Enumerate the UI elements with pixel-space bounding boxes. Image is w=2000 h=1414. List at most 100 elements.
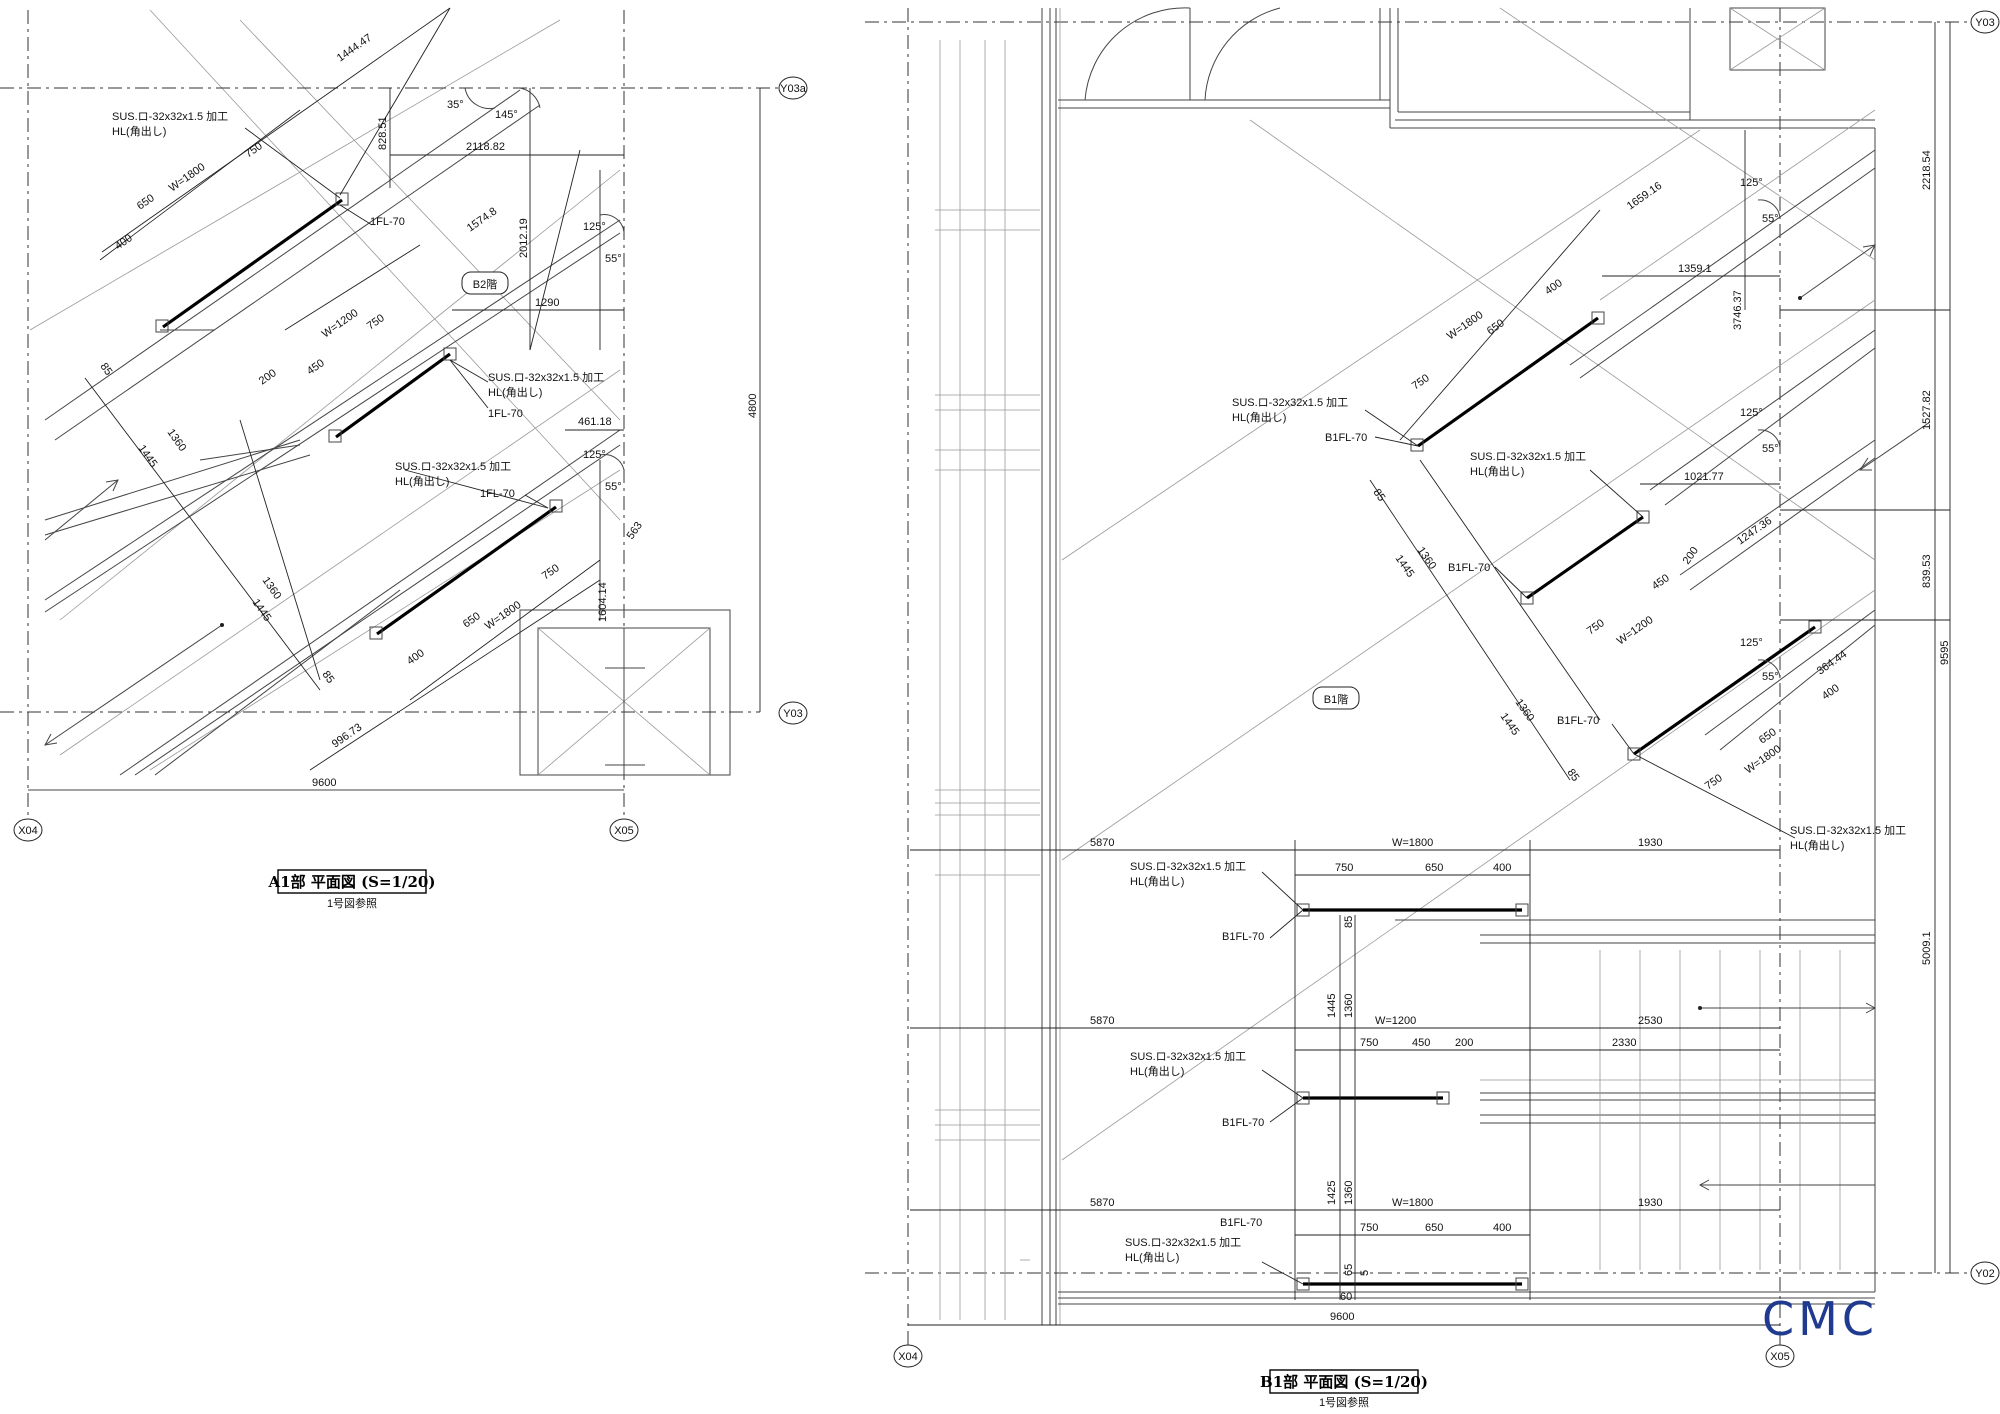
dim-1021: 1021.77 [1684, 471, 1724, 483]
note-r1-material: SUS.ロ-32x32x1.5 加工 [1232, 396, 1348, 409]
dim-1360-r3: 1360 [1513, 697, 1537, 724]
dim-5870-b: 5870 [1090, 1015, 1114, 1027]
dim-w1800-r3: W=1800 [1743, 743, 1784, 777]
dim-4800: 4800 [747, 394, 759, 418]
left-dimension-lines [84, 7, 761, 771]
floor-tag-b1 [1312, 686, 1360, 710]
dim-5870-c: 5870 [1090, 1197, 1114, 1209]
left-plan-subtitle: 1号図参照 [327, 896, 377, 910]
dim-828: 828.51 [377, 116, 389, 150]
note-r2-level: B1FL-70 [1448, 562, 1490, 574]
dim-1360-bottom: 1360 [260, 575, 284, 602]
dim-839: 839.53 [1921, 554, 1933, 588]
dim-1360-a: 1360 [1343, 994, 1355, 1018]
dim-85-r1: 85 [1371, 487, 1388, 504]
dim-750-r3: 750 [1703, 772, 1725, 792]
cmc-logo: CMC [1762, 1292, 1878, 1346]
dim-461: 461.18 [578, 416, 612, 428]
note-bottom-level: 1FL-70 [480, 488, 515, 500]
right-diagonal-treads [1569, 109, 1876, 751]
dim-1425: 1425 [1326, 1181, 1338, 1205]
dim-w1800-a: W=1800 [1392, 837, 1433, 849]
dim-650-c: 650 [1425, 1222, 1443, 1234]
angle-125-r2: 125° [1740, 407, 1763, 419]
dim-650-top: 650 [135, 192, 157, 212]
dim-1527: 1527.82 [1921, 390, 1933, 430]
note-r5-level: B1FL-70 [1222, 1117, 1264, 1129]
dim-9600-right: 9600 [1330, 1311, 1354, 1323]
dim-750-mid: 750 [365, 312, 387, 332]
angle-55-r2: 55° [1762, 443, 1779, 455]
dim-364: 364.44 [1815, 648, 1849, 677]
dim-450-r2: 450 [1650, 572, 1672, 592]
note-r4-level: B1FL-70 [1222, 931, 1264, 943]
right-dimension-lines [908, 22, 1951, 1326]
dim-w1800-bottom: W=1800 [483, 599, 524, 633]
dim-1445-top: 1445 [136, 443, 160, 470]
dim-1930-c: 1930 [1638, 1197, 1662, 1209]
grid-label-x05-right: X05 [1770, 1351, 1790, 1363]
grid-label-y02: Y02 [1975, 1268, 1995, 1280]
dim-400-bottom: 400 [405, 647, 427, 667]
dim-1604: 1604.14 [597, 582, 609, 622]
dim-750-r2: 750 [1585, 617, 1607, 637]
angle-55-r1: 55° [1762, 213, 1779, 225]
right-title-block: B1部 平面図 (S=1/20) 1号図参照 [1260, 1369, 1428, 1409]
note-bottom-finish: HL(角出し) [395, 474, 449, 488]
note-r6-material: SUS.ロ-32x32x1.5 加工 [1125, 1236, 1241, 1249]
right-direction-arrows [1698, 244, 1931, 1191]
dim-5870-a: 5870 [1090, 837, 1114, 849]
dim-750-bottom: 750 [540, 562, 562, 582]
note-mid-material: SUS.ロ-32x32x1.5 加工 [488, 371, 604, 384]
note-r3-level: B1FL-70 [1557, 715, 1599, 727]
grid-label-y03-right: Y03 [1975, 17, 1995, 29]
note-r1-finish: HL(角出し) [1232, 410, 1286, 424]
dim-2330-b: 2330 [1612, 1037, 1636, 1049]
dim-1247: 1247.36 [1735, 515, 1774, 548]
angle-145: 145° [495, 109, 518, 121]
left-notes: SUS.ロ-32x32x1.5 加工 HL(角出し) 1FL-70 SUS.ロ-… [112, 110, 604, 500]
dim-400-c: 400 [1493, 1222, 1511, 1234]
left-direction-arrows [44, 479, 224, 746]
angle-125-r3: 125° [1740, 637, 1763, 649]
dim-1930-a: 1930 [1638, 837, 1662, 849]
note-r3-material: SUS.ロ-32x32x1.5 加工 [1790, 824, 1906, 837]
right-construction-lines [1061, 7, 1876, 1161]
dim-400-top: 400 [113, 232, 135, 252]
angle-55-bottom: 55° [605, 481, 622, 493]
left-angle-arcs [464, 87, 625, 471]
dim-1360-r1: 1360 [1415, 545, 1439, 572]
note-mid-finish: HL(角出し) [488, 385, 542, 399]
dim-400-a: 400 [1493, 862, 1511, 874]
dim-w1200-mid: W=1200 [320, 307, 361, 341]
grid-bubble-y02 [1970, 1261, 2000, 1285]
dim-1444: 1444.47 [335, 32, 374, 65]
grid-label-y03a: Y03a [780, 83, 807, 95]
left-construction-lines [29, 9, 621, 621]
left-door [519, 609, 731, 776]
dim-2530-b: 2530 [1638, 1015, 1662, 1027]
dim-65: 65 [1343, 1264, 1355, 1276]
dim-750-c: 750 [1360, 1222, 1378, 1234]
note-top-level: 1FL-70 [370, 216, 405, 228]
grid-label-y03-left: Y03 [783, 708, 803, 720]
note-bottom-material: SUS.ロ-32x32x1.5 加工 [395, 460, 511, 473]
dim-2118: 2118.82 [466, 141, 505, 153]
dim-5: 5 [1359, 1270, 1371, 1276]
left-grid-bubbles: X04 X05 Y03a Y03 [13, 76, 808, 842]
left-note-leaders [244, 127, 549, 509]
right-grid-bubbles: X04 X05 Y03 Y02 [893, 10, 2000, 1368]
right-handrails-horizontal [1296, 903, 1529, 1291]
dim-85-top: 85 [98, 361, 115, 378]
note-r1-level: B1FL-70 [1325, 432, 1367, 444]
dim-1445-r3: 1445 [1498, 711, 1522, 738]
dim-w1800-c: W=1800 [1392, 1197, 1433, 1209]
right-note-leaders [1261, 409, 1796, 1285]
dim-750-r1: 750 [1410, 372, 1432, 392]
dim-450-mid: 450 [305, 357, 327, 377]
right-handrails-diagonal [1410, 311, 1822, 761]
dim-85-bottom: 85 [320, 669, 337, 686]
angle-55-top: 55° [605, 253, 622, 265]
dim-2218: 2218.54 [1921, 150, 1933, 190]
